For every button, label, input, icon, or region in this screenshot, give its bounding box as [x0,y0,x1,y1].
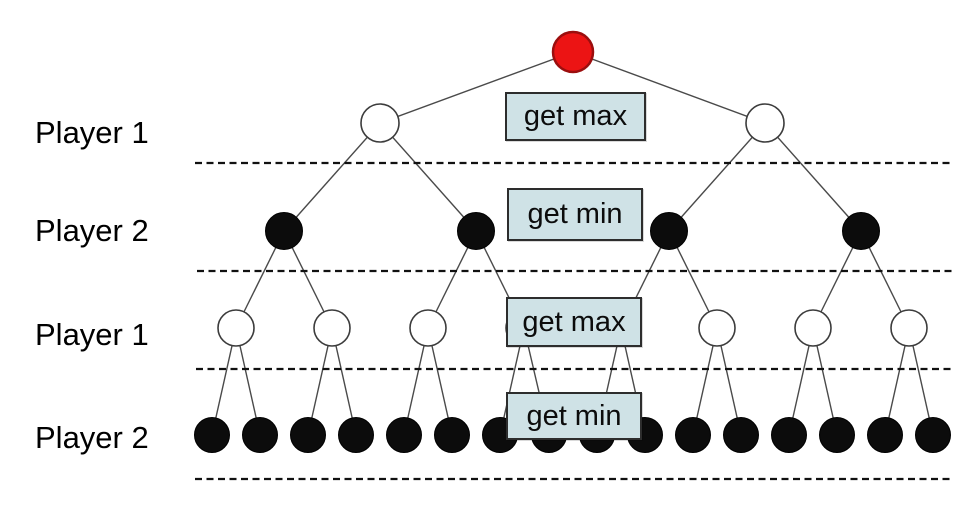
node-min [434,417,470,453]
annotation-get-max-level1: get max [505,92,646,141]
node-min [194,417,230,453]
node-min [675,417,711,453]
node-max [794,309,832,347]
tree-edge [668,122,766,232]
tree-edge [572,51,766,124]
row-label-player2-level2: Player 2 [35,212,149,248]
node-min [819,417,855,453]
node-min [723,417,759,453]
annotation-get-max-level3: get max [506,297,642,347]
row-label-player1-level1: Player 1 [35,114,149,150]
node-max [698,309,736,347]
node-max [745,103,785,143]
node-min [290,417,326,453]
node-min [915,417,951,453]
node-max [890,309,928,347]
node-min [242,417,278,453]
annotation-label: get min [527,198,623,230]
node-min [771,417,807,453]
node-max [360,103,400,143]
root-node [551,30,595,74]
node-min [457,212,495,250]
annotation-get-min-level2: get min [507,188,643,241]
annotation-label: get min [526,399,622,432]
tree-edge [379,122,477,232]
tree-edge [379,51,574,124]
node-min [867,417,903,453]
node-min [842,212,880,250]
annotation-get-min-level4: get min [506,392,642,440]
tree-edge [283,122,381,232]
node-max [217,309,255,347]
node-max [313,309,351,347]
row-label-player2-level4: Player 2 [35,419,149,455]
node-max [409,309,447,347]
node-min [338,417,374,453]
annotation-label: get max [522,305,626,338]
tree-edge [764,122,862,232]
row-label-player1-level3: Player 1 [35,316,149,352]
node-min [650,212,688,250]
node-min [386,417,422,453]
annotation-label: get max [523,100,628,132]
node-min [265,212,303,250]
